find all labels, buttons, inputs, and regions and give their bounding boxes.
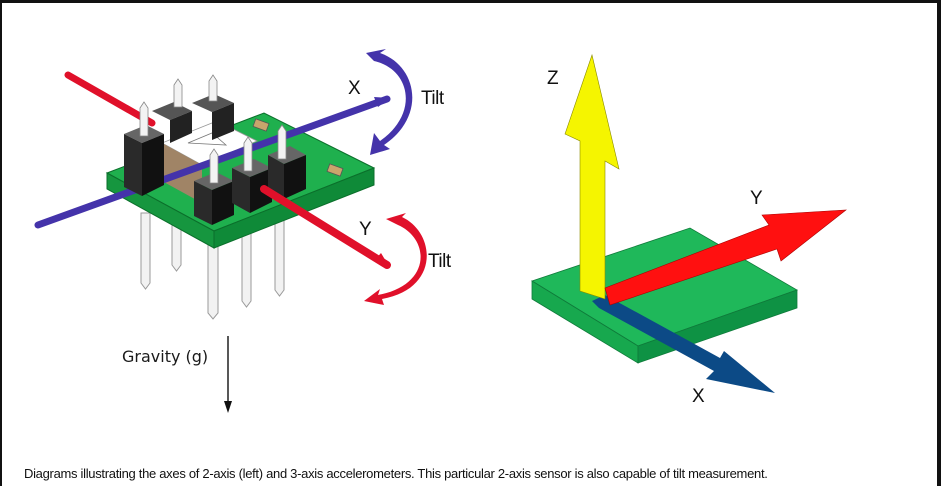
header-pins-back-top	[173, 74, 218, 108]
header-pins-front-top	[209, 124, 287, 184]
right-z-axis-label: Z	[547, 68, 559, 89]
figure-frame: X Tilt Y Tilt Gravity (g) Z Y X Diagrams…	[2, 3, 937, 486]
tilt-x-curved-arrow	[366, 49, 413, 155]
left-y-axis-label: Y	[359, 219, 372, 240]
tilt-y-curved-arrow	[364, 213, 427, 305]
header-block-front-left	[124, 101, 164, 196]
left-x-axis-label: X	[348, 78, 361, 99]
three-axis-accelerometer-diagram	[531, 53, 847, 393]
z-axis-right-diagram	[564, 53, 620, 300]
right-x-axis-label: X	[692, 386, 705, 407]
x-axis-right-diagram	[592, 295, 775, 393]
gravity-arrowhead	[224, 401, 232, 413]
right-y-axis-label: Y	[750, 188, 763, 209]
y-axis-left-diagram	[260, 185, 391, 269]
gravity-label: Gravity (g)	[122, 347, 209, 366]
left-tilt-x-label: Tilt	[421, 88, 444, 109]
y-axis-back	[64, 71, 156, 127]
x-axis-arrowhead	[374, 97, 390, 107]
y-axis-right-diagram	[604, 209, 847, 306]
figure-caption: Diagrams illustrating the axes of 2-axis…	[24, 466, 768, 481]
y-axis-arrowhead	[374, 253, 390, 268]
two-axis-accelerometer-diagram	[34, 49, 427, 413]
left-tilt-y-label: Tilt	[428, 251, 451, 272]
